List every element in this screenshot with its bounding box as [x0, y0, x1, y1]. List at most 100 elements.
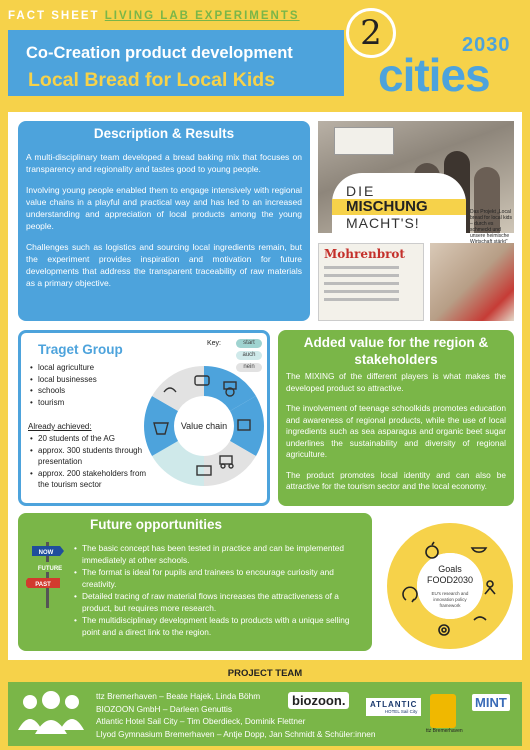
basket-icon — [153, 422, 169, 435]
list-item: 20 students of the AG — [30, 433, 154, 445]
sign-future-shape — [36, 562, 68, 572]
key-start: start — [236, 339, 262, 348]
sign-future-label: FUTURE — [38, 566, 62, 572]
segment-waste — [152, 366, 204, 411]
team-member: ttz Bremerhaven – Beate Hajek, Linda Böh… — [96, 691, 261, 701]
mischung-machts: MACHT'S! — [346, 215, 420, 231]
header-tagline: FACT SHEET LIVING LAB EXPERIMENTS — [8, 10, 300, 22]
ttz-logo — [430, 694, 456, 728]
sign-now-shape — [32, 546, 64, 556]
added-value-paragraph: The involvement of teenage schoolkids pr… — [286, 403, 506, 459]
brand-logo: cities — [378, 49, 491, 101]
recycle-icon — [402, 586, 418, 603]
list-item: The multidisciplinary development leads … — [74, 615, 366, 638]
mischung-logo: DIE MISCHUNG MACHT'S! — [332, 173, 466, 233]
description-paragraph: Involving young people enabled them to e… — [26, 185, 302, 231]
signpost-pole — [46, 542, 49, 608]
list-item: The format is ideal for pupils and train… — [74, 567, 366, 590]
team-label: PROJECT TEAM — [8, 666, 522, 682]
list-item: The basic concept has been tested in pra… — [74, 543, 366, 566]
value-chain-label: Value chain — [181, 421, 227, 431]
truck-icon — [219, 455, 234, 469]
mint-logo: MINT — [472, 694, 510, 711]
segment-factory — [229, 396, 264, 456]
list-item: local agriculture — [30, 362, 97, 374]
bread-photo — [430, 243, 514, 321]
list-item: tourism — [30, 397, 97, 409]
fact-sheet-label: FACT SHEET — [8, 10, 100, 22]
sign-past-shape — [26, 578, 60, 588]
bowl-icon — [470, 547, 488, 553]
goals-title: Goals — [438, 564, 462, 574]
future-title: Future opportunities — [90, 517, 222, 532]
description-title: Description & Results — [93, 126, 235, 141]
photo-collage: DIE MISCHUNG MACHT'S! Das Projekt „Local… — [318, 121, 514, 321]
signpost-icon: NOW FUTURE PAST — [26, 542, 68, 608]
achieved-label: Already achieved: — [28, 422, 92, 431]
atlantic-logo-sub: HOTEL Sail City — [384, 709, 418, 714]
key-label: Key: — [207, 340, 222, 347]
list-item: local businesses — [30, 374, 97, 386]
goals-subtitle: FOOD2030 — [427, 575, 473, 585]
added-value-title: Added value for the region & stakeholder… — [303, 335, 489, 367]
mischung-word: MISCHUNG — [332, 199, 466, 215]
added-value-paragraph: The MIXING of the different players is w… — [286, 371, 506, 393]
segment-shop — [152, 441, 204, 486]
team-member: Atlantic Hotel Sail City – Tim Oberdieck… — [96, 716, 306, 726]
key-nein: nein — [236, 363, 262, 372]
description-paragraph: Challenges such as logistics and sourcin… — [26, 242, 302, 288]
poster-title: Mohrenbrot — [324, 247, 405, 261]
biozoon-logo: biozoon. — [288, 692, 350, 709]
list-item: approx. 300 students through presentatio… — [30, 445, 154, 468]
goals-food2030-diagram: Goals FOOD2030 EU's research and innovat… — [387, 523, 513, 649]
page-title: Co-Creation product development — [26, 44, 293, 62]
people-icon — [18, 691, 84, 734]
whiteboard-shape — [334, 127, 394, 155]
page-subtitle: Local Bread for Local Kids — [28, 69, 276, 91]
target-group-list: local agriculture local businesses schoo… — [30, 362, 97, 408]
tractor-icon — [223, 381, 237, 397]
team-members: ttz Bremerhaven – Beate Hajek, Linda Böh… — [96, 690, 375, 740]
segment-consumer — [144, 396, 179, 456]
hand-icon — [473, 616, 487, 621]
shop-icon — [196, 465, 212, 476]
goals-center — [417, 553, 483, 619]
key-auch: auch — [236, 351, 262, 360]
gear-icon — [438, 624, 450, 636]
ttz-logo-text: ttz Bremerhaven — [426, 728, 463, 734]
apple-icon — [425, 541, 439, 559]
added-value-section: Added value for the region & stakeholder… — [278, 330, 514, 506]
sign-now-label: NOW — [39, 550, 54, 556]
goals-caption-3: framework — [439, 603, 461, 608]
person-shape — [474, 167, 500, 233]
poster-text-lines — [324, 266, 418, 301]
goals-caption-1: EU's research and — [432, 591, 469, 596]
mischung-die: DIE — [346, 183, 376, 199]
achieved-list: 20 students of the AG approx. 300 studen… — [30, 433, 154, 491]
living-lab-label: LIVING LAB EXPERIMENTS — [104, 10, 300, 22]
goal-number-badge: 2 — [346, 8, 396, 58]
description-section: Description & Results A multi-disciplina… — [18, 121, 310, 321]
list-item: approx. 200 stakeholders from the touris… — [30, 468, 154, 491]
bin-icon — [194, 375, 210, 386]
title-banner — [8, 30, 344, 96]
brand-year: 2030 — [462, 34, 511, 56]
future-list: The basic concept has been tested in pra… — [74, 543, 366, 639]
hands-icon — [163, 387, 177, 393]
poster-photo: Mohrenbrot — [318, 243, 424, 321]
person-icon — [484, 580, 496, 595]
added-value-paragraph: The product promotes local identity and … — [286, 469, 506, 492]
description-paragraph: A multi-disciplinary team developed a br… — [26, 152, 302, 174]
value-chain-diagram: Value chain — [144, 366, 264, 486]
list-item: Detailed tracing of raw material flows i… — [74, 591, 366, 614]
sign-past-label: PAST — [35, 582, 51, 588]
atlantic-logo: ATLANTIC HOTEL Sail City — [366, 698, 422, 716]
factory-icon — [237, 419, 251, 431]
goals-ring — [387, 523, 513, 649]
team-member: Llyod Gymnasium Bremerhaven – Antje Dopp… — [96, 728, 376, 739]
photo-caption: Das Projekt „Local bread for local kids … — [470, 209, 512, 245]
atlantic-logo-text: ATLANTIC — [370, 700, 418, 709]
list-item: schools — [30, 385, 97, 397]
target-group-title: Traget Group — [38, 342, 123, 357]
goals-caption-2: innovation policy — [433, 597, 467, 602]
